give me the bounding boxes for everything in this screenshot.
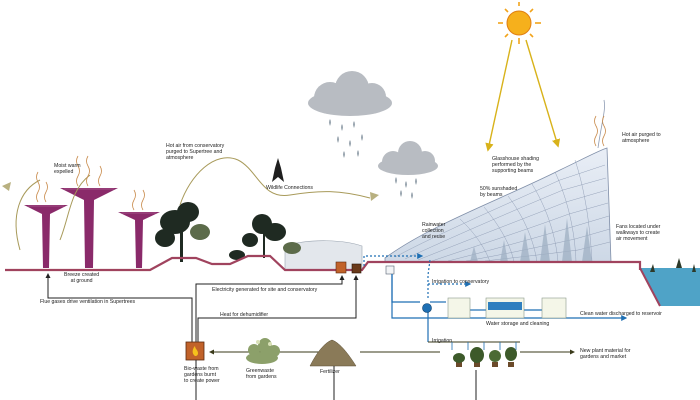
cleaning-tank <box>541 297 567 319</box>
label-hot-air-conservatory: Hot air from conservatory purged to Supe… <box>166 143 225 162</box>
label-greenwaste: Greenwaste from gardens <box>246 368 277 381</box>
rain-drops <box>329 119 363 158</box>
label-heat-dehumidifier: Heat for dehumidifier <box>220 312 269 318</box>
air-flow-arrows <box>15 157 371 251</box>
bird-icon <box>272 158 284 182</box>
biowaste-burner <box>185 341 205 361</box>
irrigation-ticks <box>451 342 517 350</box>
conservatory-dome <box>384 99 612 263</box>
fertilizer-pile <box>309 339 357 367</box>
label-flue-gases: Flue gases drive ventilation in Supertre… <box>40 299 136 305</box>
rain-drops-small <box>395 177 417 199</box>
plant-flow-lines <box>209 341 575 355</box>
sun-beam-left <box>485 39 513 152</box>
sun-icon <box>498 2 541 44</box>
reservoir <box>639 258 700 307</box>
supertree-canopy-lines <box>28 188 156 214</box>
label-irrigation: Irrigation <box>432 338 453 344</box>
water-valve <box>422 303 432 313</box>
label-glasshouse-shading: Glasshouse shading performed by the supp… <box>492 156 540 175</box>
sun-beam-right <box>525 39 561 148</box>
greenwaste-pile <box>246 338 280 364</box>
label-biowaste: Bio-waste from gardens burnt to create p… <box>184 366 220 385</box>
label-clean-water: Clean water discharged to reservoir <box>580 311 662 317</box>
label-water-storage: Water storage and cleaning <box>486 321 550 327</box>
label-moist-warm: Moist warm expelled <box>54 163 81 176</box>
ground-line <box>5 254 642 272</box>
label-irrigation-conservatory: Irrigation to conservatory <box>432 279 490 285</box>
air-arrowhead-right <box>370 192 379 201</box>
label-fertilizer: Fertilizer <box>320 369 340 375</box>
water-pump-unit <box>385 265 395 275</box>
rain-cloud-small <box>378 141 438 175</box>
label-electricity: Electricity generated for site and conse… <box>212 287 318 293</box>
label-hot-air-purged: Hot air purged to atmosphere <box>622 132 661 145</box>
bottom-lines <box>195 360 477 400</box>
turbine-unit <box>335 261 347 274</box>
label-rainwater: Rainwater collection and reuse <box>422 222 446 241</box>
rain-cloud-large <box>308 71 392 116</box>
label-sunshaded: 50% sunshaded by beams <box>480 186 518 199</box>
pump-unit <box>351 263 362 274</box>
label-wildlife-connections: Wildlife Connections <box>266 185 313 191</box>
new-plants <box>453 347 517 367</box>
label-new-plant: New plant material for gardens and marke… <box>580 348 631 361</box>
label-breeze: Breeze created at ground <box>64 272 100 285</box>
supertree-group <box>24 188 160 268</box>
filter-tank <box>447 297 471 319</box>
air-arrowhead-left <box>2 182 11 191</box>
energy-lines <box>45 273 359 342</box>
label-fans: Fans located under walkways to create ai… <box>616 224 661 243</box>
storage-tank-water <box>488 302 522 310</box>
warm-air-squiggles <box>36 115 606 211</box>
garden-trees <box>155 202 301 262</box>
